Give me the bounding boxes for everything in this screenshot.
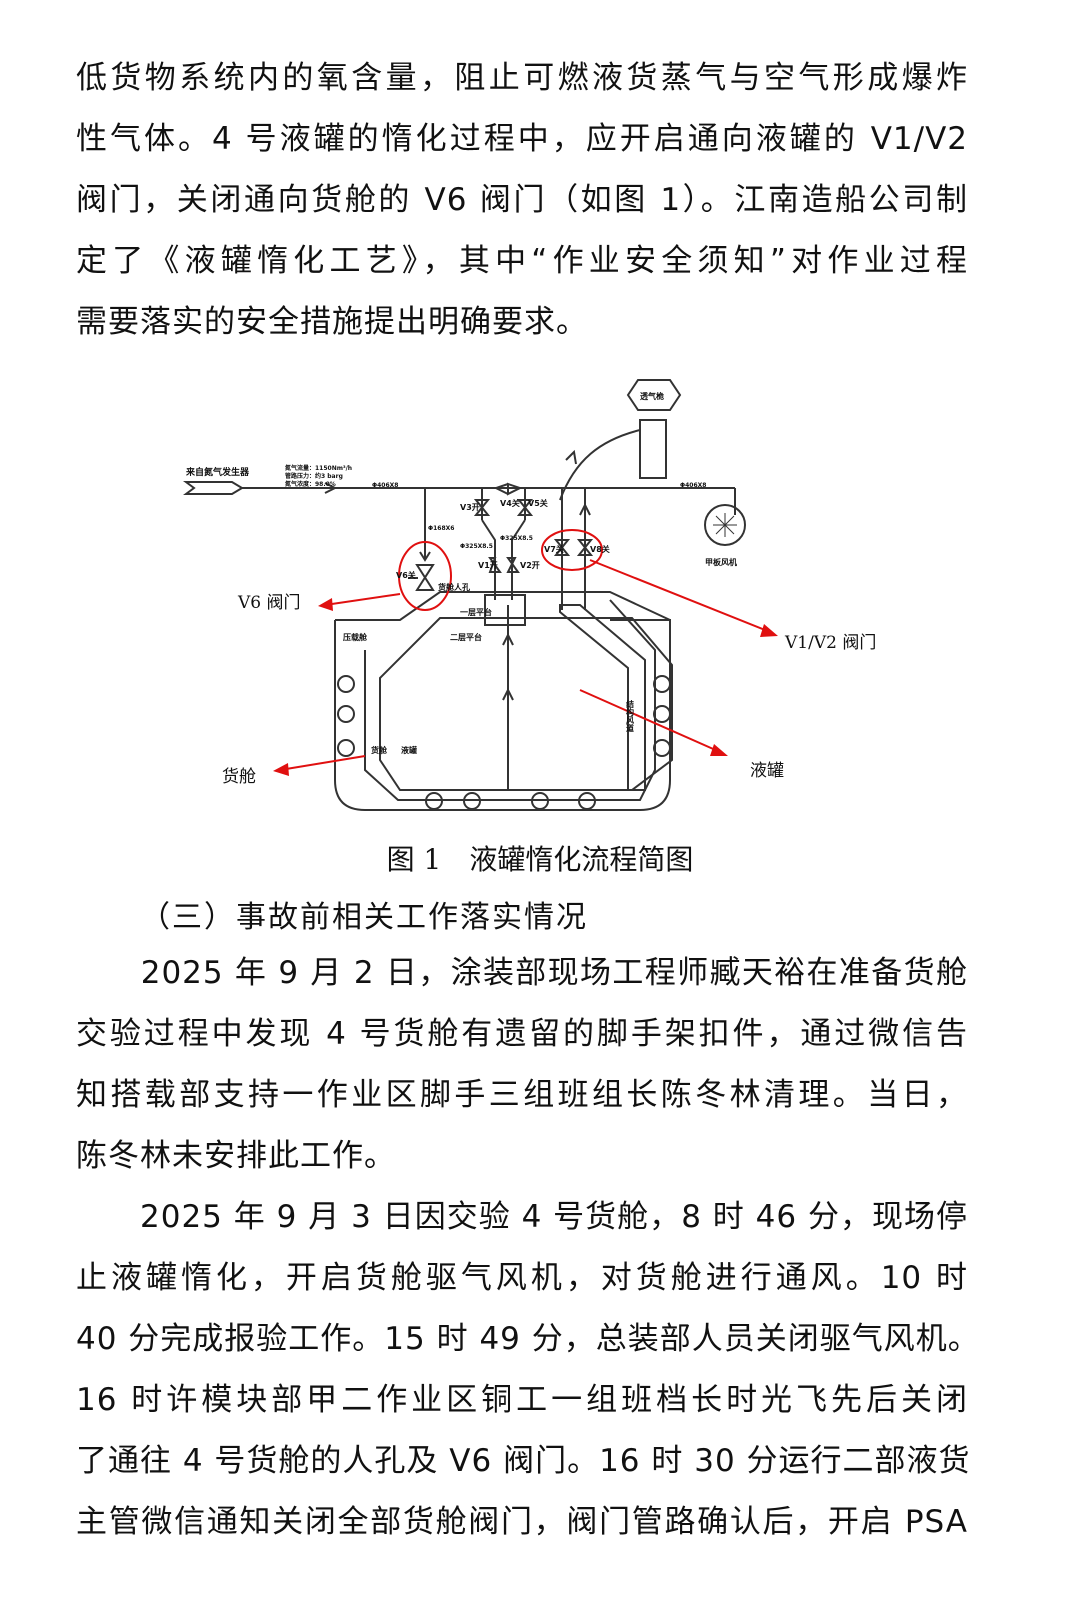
source-arrow-shape (183, 481, 244, 495)
flow-info: 管路压力：约3 barg (285, 472, 343, 480)
section-heading: （三）事故前相关工作落实情况 (140, 900, 588, 935)
text-line: 了通往 4 号货舱的人孔及 V6 阀门。16 时 30 分运行二部液货 (76, 1443, 971, 1479)
portholes (337, 675, 671, 810)
tank-outline (379, 617, 673, 791)
duct-label: 结构风道 (626, 699, 635, 733)
text-line: 止液罐惰化，开启货舱驱气风机，对货舱进行通风。10 时 (76, 1260, 968, 1296)
valve-label: V8关 (590, 544, 610, 554)
text-line: 性气体。4 号液罐的惰化过程中，应开启通向液罐的 V1/V2 (76, 121, 968, 157)
valve-label: V4关 (500, 498, 520, 508)
pipe-spec: Φ168X6 (428, 525, 454, 532)
flow-info: 氮气浓度：98.0% (285, 480, 336, 488)
deck-fan-label: 甲板风机 (705, 557, 737, 567)
callout-v1v2: V1/V2 阀门 (784, 633, 876, 653)
figure-caption: 图 1 液罐惰化流程简图 (386, 843, 694, 876)
pipe-spec: Φ325X8.5 (460, 543, 493, 550)
text-line: 低货物系统内的氧含量，阻止可燃液货蒸气与空气形成爆炸 (76, 60, 968, 96)
text-line: 阀门，关闭通向货舱的 V6 阀门（如图 1）。江南造船公司制 (76, 182, 968, 218)
v1v2-highlight (541, 529, 603, 571)
pipe-spec: Φ325X8.5 (500, 535, 533, 542)
text-line: 2025 年 9 月 2 日，涂装部现场工程师臧天裕在准备货舱 (76, 955, 968, 991)
inerting-flow-diagram: 来自氮气发生器 氮气流量：1150Nm³/h 管路压力：约3 barg 氮气浓度… (183, 379, 876, 811)
hold-label: 货舱 (370, 745, 388, 755)
valve-label: V5关 (528, 498, 548, 508)
pipe-spec: Φ406X8 (680, 482, 706, 489)
text-line: 陈冬林未安排此工作。 (76, 1138, 396, 1174)
valve-label: V2开 (520, 561, 540, 570)
text-line: 主管微信通知关闭全部货舱阀门，阀门管路确认后，开启 PSA (76, 1504, 968, 1540)
valve-label: V3开 (460, 503, 480, 512)
hull-outline (334, 619, 671, 811)
platform-label: 一层平台 (460, 607, 492, 617)
v6-valve-icon (415, 564, 435, 591)
text-line: 40 分完成报验工作。15 时 49 分，总装部人员关闭驱气风机。 (76, 1321, 980, 1357)
vent-mast-label: 透气桅 (640, 391, 664, 401)
callout-tank: 液罐 (750, 761, 784, 781)
structural-duct (559, 604, 646, 791)
text-line: 需要落实的安全措施提出明确要求。 (76, 304, 588, 340)
v6-highlight (398, 541, 452, 611)
text-line: 知搭载部支持一作业区脚手三组班组长陈冬林清理。当日， (76, 1077, 968, 1113)
manhole-label: 货舱人孔 (437, 582, 470, 592)
deck-fan-icon (704, 504, 746, 546)
text-line: 定了《液罐惰化工艺》，其中“作业安全须知”对作业过程 (76, 243, 968, 279)
valve-label: V6关 (396, 570, 416, 580)
ballast-label: 压载舱 (343, 632, 368, 642)
callout-hold: 货舱 (222, 767, 256, 787)
text-line: 16 时许模块部甲二作业区铜工一组班档长时光飞先后关闭 (76, 1382, 968, 1418)
vent-mast-icon (626, 379, 682, 411)
tank-label: 液罐 (401, 745, 417, 755)
text-line: 交验过程中发现 4 号货舱有遗留的脚手架扣件，通过微信告 (76, 1016, 968, 1052)
flow-info: 氮气流量：1150Nm³/h (285, 464, 352, 472)
platform-label: 二层平台 (450, 632, 482, 642)
pipe-spec: Φ406X8 (372, 482, 398, 489)
valve-label: V7关 (544, 544, 564, 554)
source-label: 来自氮气发生器 (185, 466, 250, 478)
text-line: 2025 年 9 月 3 日因交验 4 号货舱，8 时 46 分，现场停 (76, 1199, 968, 1235)
valve-label: V1开 (478, 561, 498, 570)
callout-v6: V6 阀门 (237, 593, 301, 613)
